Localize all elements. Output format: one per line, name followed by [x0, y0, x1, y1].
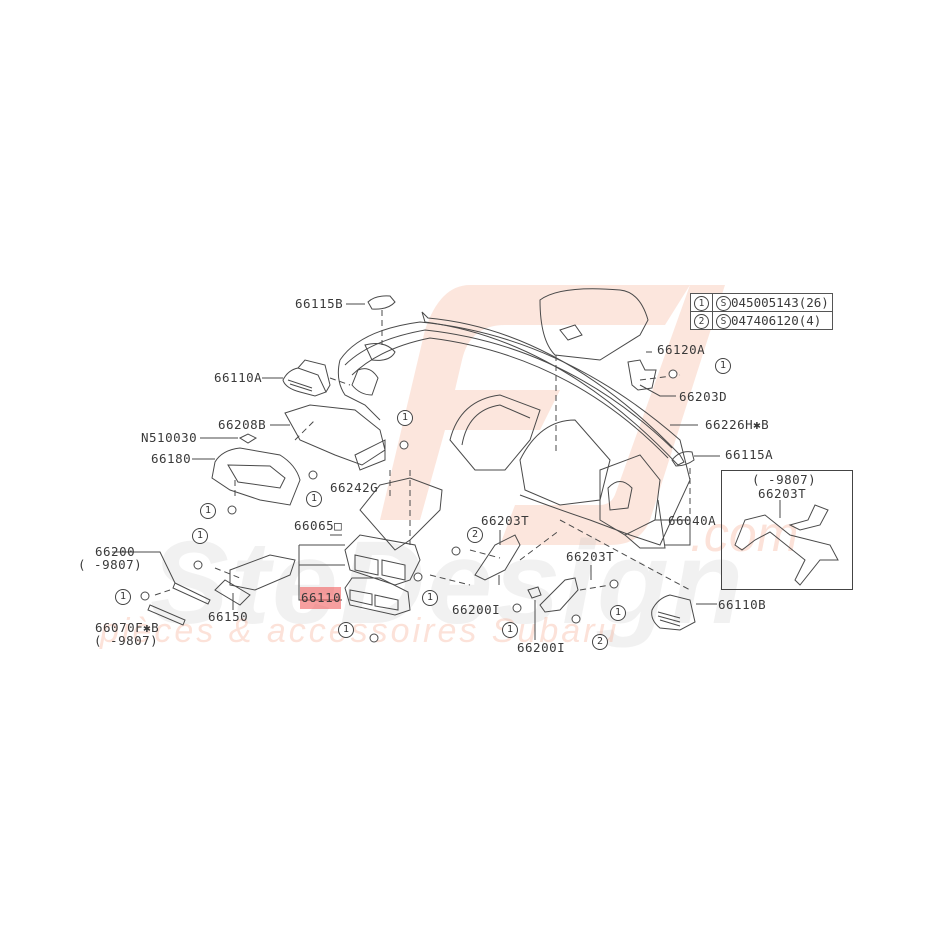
- callout-1: 1: [715, 358, 731, 374]
- watermark-tagline: pièces & accessoires Subaru: [100, 612, 620, 650]
- part-label-66226HB[interactable]: 66226H✱B: [705, 417, 770, 432]
- inset-note: ( -9807): [752, 472, 817, 487]
- callout-1: 1: [338, 622, 354, 638]
- part-label-66200I-right[interactable]: 66200I: [517, 640, 566, 655]
- watermark-brand: SteDesign: [150, 517, 746, 649]
- part-label-66040A[interactable]: 66040A: [668, 513, 717, 528]
- part-label-66200I-left[interactable]: 66200I: [452, 602, 501, 617]
- part-label-66242G[interactable]: 66242G: [330, 480, 379, 495]
- part-label-66120A[interactable]: 66120A: [657, 342, 706, 357]
- part-label-66180[interactable]: 66180: [151, 451, 192, 466]
- part-label-66070FB-note: ( -9807): [94, 633, 159, 648]
- part-label-66203T-left[interactable]: 66203T: [481, 513, 530, 528]
- part-label-66203T-right[interactable]: 66203T: [566, 549, 615, 564]
- standard-part-icon: S: [716, 296, 731, 311]
- callout-1-icon: 1: [694, 296, 709, 311]
- inset-box: ( -9807) 66203T: [721, 470, 853, 590]
- part-label-66115A[interactable]: 66115A: [725, 447, 774, 462]
- legend-qty: (4): [798, 313, 822, 328]
- standard-part-icon: S: [716, 314, 731, 329]
- callout-1: 1: [502, 622, 518, 638]
- part-label-66200-note: ( -9807): [78, 557, 143, 572]
- legend-qty: (26): [798, 295, 829, 310]
- part-label-66115B[interactable]: 66115B: [295, 296, 344, 311]
- part-label-66200[interactable]: 66200: [95, 544, 136, 559]
- inset-label: 66203T: [758, 486, 807, 501]
- callout-2: 2: [592, 634, 608, 650]
- callout-1: 1: [306, 491, 322, 507]
- part-label-66070FB[interactable]: 66070F✱B: [95, 620, 160, 635]
- callout-1: 1: [610, 605, 626, 621]
- callout-2-icon: 2: [694, 314, 709, 329]
- part-label-66150[interactable]: 66150: [208, 609, 249, 624]
- part-label-66110A[interactable]: 66110A: [214, 370, 263, 385]
- selected-part-highlight: [300, 587, 341, 609]
- callout-1: 1: [200, 503, 216, 519]
- part-label-66203D[interactable]: 66203D: [679, 389, 728, 404]
- part-label-66110B[interactable]: 66110B: [718, 597, 767, 612]
- part-label-66065D[interactable]: 66065□: [294, 518, 343, 533]
- legend-part: 047406120: [731, 313, 799, 328]
- part-label-N510030[interactable]: N510030: [141, 430, 198, 445]
- callout-1: 1: [422, 590, 438, 606]
- callout-1: 1: [192, 528, 208, 544]
- callout-2: 2: [467, 527, 483, 543]
- callout-1: 1: [115, 589, 131, 605]
- part-label-66110[interactable]: 66110: [301, 590, 342, 605]
- legend-part: 045005143: [731, 295, 799, 310]
- callout-1: 1: [397, 410, 413, 426]
- part-label-66208B[interactable]: 66208B: [218, 417, 267, 432]
